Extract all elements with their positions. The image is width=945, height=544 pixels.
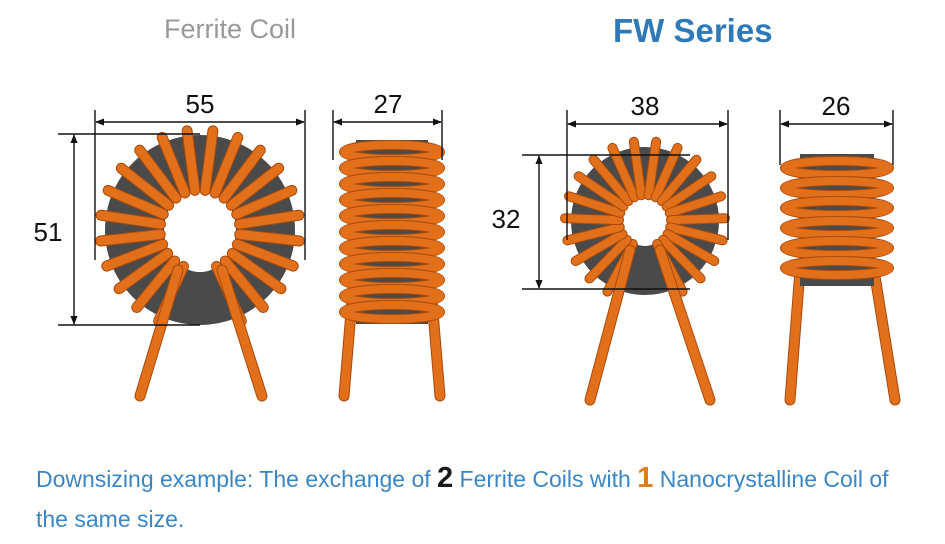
ferrite-front-core: [105, 135, 295, 325]
winding-turn: [644, 137, 661, 200]
winding-turn: [564, 192, 625, 217]
winding-turn: [662, 172, 716, 211]
winding-turn: [608, 143, 639, 202]
caption-text-1: Downsizing example: The exchange of: [36, 466, 438, 492]
fw-height-label: 32: [492, 204, 521, 234]
winding-turn: [116, 163, 174, 210]
lead-wire: [785, 265, 805, 405]
caption-text-3: Nanocrystalline Coil of the same size.: [36, 466, 889, 532]
ferrite-depth-label: 27: [374, 89, 403, 119]
winding-turn: [666, 214, 729, 225]
winding-turn: [781, 177, 893, 199]
coil-comparison-diagram: 55 51 27 38 32 26: [34, 89, 901, 406]
ferrite-side-view: [338, 140, 446, 402]
winding-turn: [103, 185, 168, 219]
winding-turn: [102, 239, 168, 271]
fw-series-heading: FW Series: [613, 12, 773, 49]
winding-turn: [563, 223, 624, 245]
lead-wire: [655, 245, 715, 405]
winding-turn: [663, 230, 719, 265]
winding-turn: [200, 126, 218, 195]
fw-width-label: 38: [631, 91, 660, 121]
winding-turn: [781, 237, 893, 259]
winding-turn: [651, 143, 682, 202]
winding-turn: [589, 155, 633, 206]
winding-turn: [781, 217, 893, 239]
lead-wire: [585, 245, 635, 405]
fw-side-view: [780, 154, 901, 406]
winding-turn: [96, 229, 165, 246]
winding-turn: [340, 301, 444, 323]
lead-wire: [135, 265, 183, 401]
winding-turn: [96, 210, 165, 229]
winding-turn: [210, 132, 243, 198]
fw-front-leads: [584, 244, 716, 406]
winding-turn: [585, 235, 631, 283]
winding-turn: [571, 230, 627, 265]
fw-count: 1: [637, 462, 654, 494]
winding-turn: [157, 132, 190, 198]
fw-front-view: [560, 136, 730, 406]
fw-depth-label: 26: [822, 91, 851, 121]
caption-text-2: Ferrite Coils with: [453, 466, 638, 492]
downsizing-caption: Downsizing example: The exchange of 2 Fe…: [36, 458, 916, 539]
winding-turn: [227, 248, 286, 294]
winding-turn: [665, 192, 726, 217]
winding-turn: [666, 223, 727, 245]
winding-turn: [781, 157, 893, 179]
ferrite-coil-heading: Ferrite Coil: [164, 14, 297, 44]
winding-turn: [235, 229, 304, 246]
winding-turn: [235, 210, 304, 229]
winding-turn: [574, 172, 628, 211]
winding-turn: [657, 155, 701, 206]
winding-turn: [135, 145, 181, 203]
ferrite-front-view: [95, 125, 305, 402]
lead-wire: [217, 265, 267, 401]
winding-turn: [219, 145, 265, 203]
lead-wire: [869, 265, 900, 405]
ferrite-count: 2: [437, 462, 454, 494]
winding-turn: [781, 257, 893, 279]
winding-turn: [220, 256, 268, 312]
ferrite-front-leads: [134, 264, 268, 402]
winding-turn: [182, 126, 200, 195]
winding-turn: [781, 197, 893, 219]
winding-turn: [114, 248, 173, 294]
winding-turn: [659, 235, 705, 283]
winding-turn: [629, 137, 646, 200]
ferrite-side-core: [356, 140, 428, 324]
winding-turn: [232, 185, 297, 219]
fw-side-leads: [784, 264, 901, 406]
winding-turn: [561, 214, 624, 225]
winding-turn: [132, 256, 180, 312]
ferrite-width-label: 55: [186, 89, 215, 119]
ferrite-side-windings: [339, 140, 445, 324]
fw-side-windings: [780, 156, 894, 280]
winding-turn: [232, 239, 298, 271]
ferrite-height-label: 51: [34, 217, 63, 247]
winding-turn: [226, 163, 284, 210]
